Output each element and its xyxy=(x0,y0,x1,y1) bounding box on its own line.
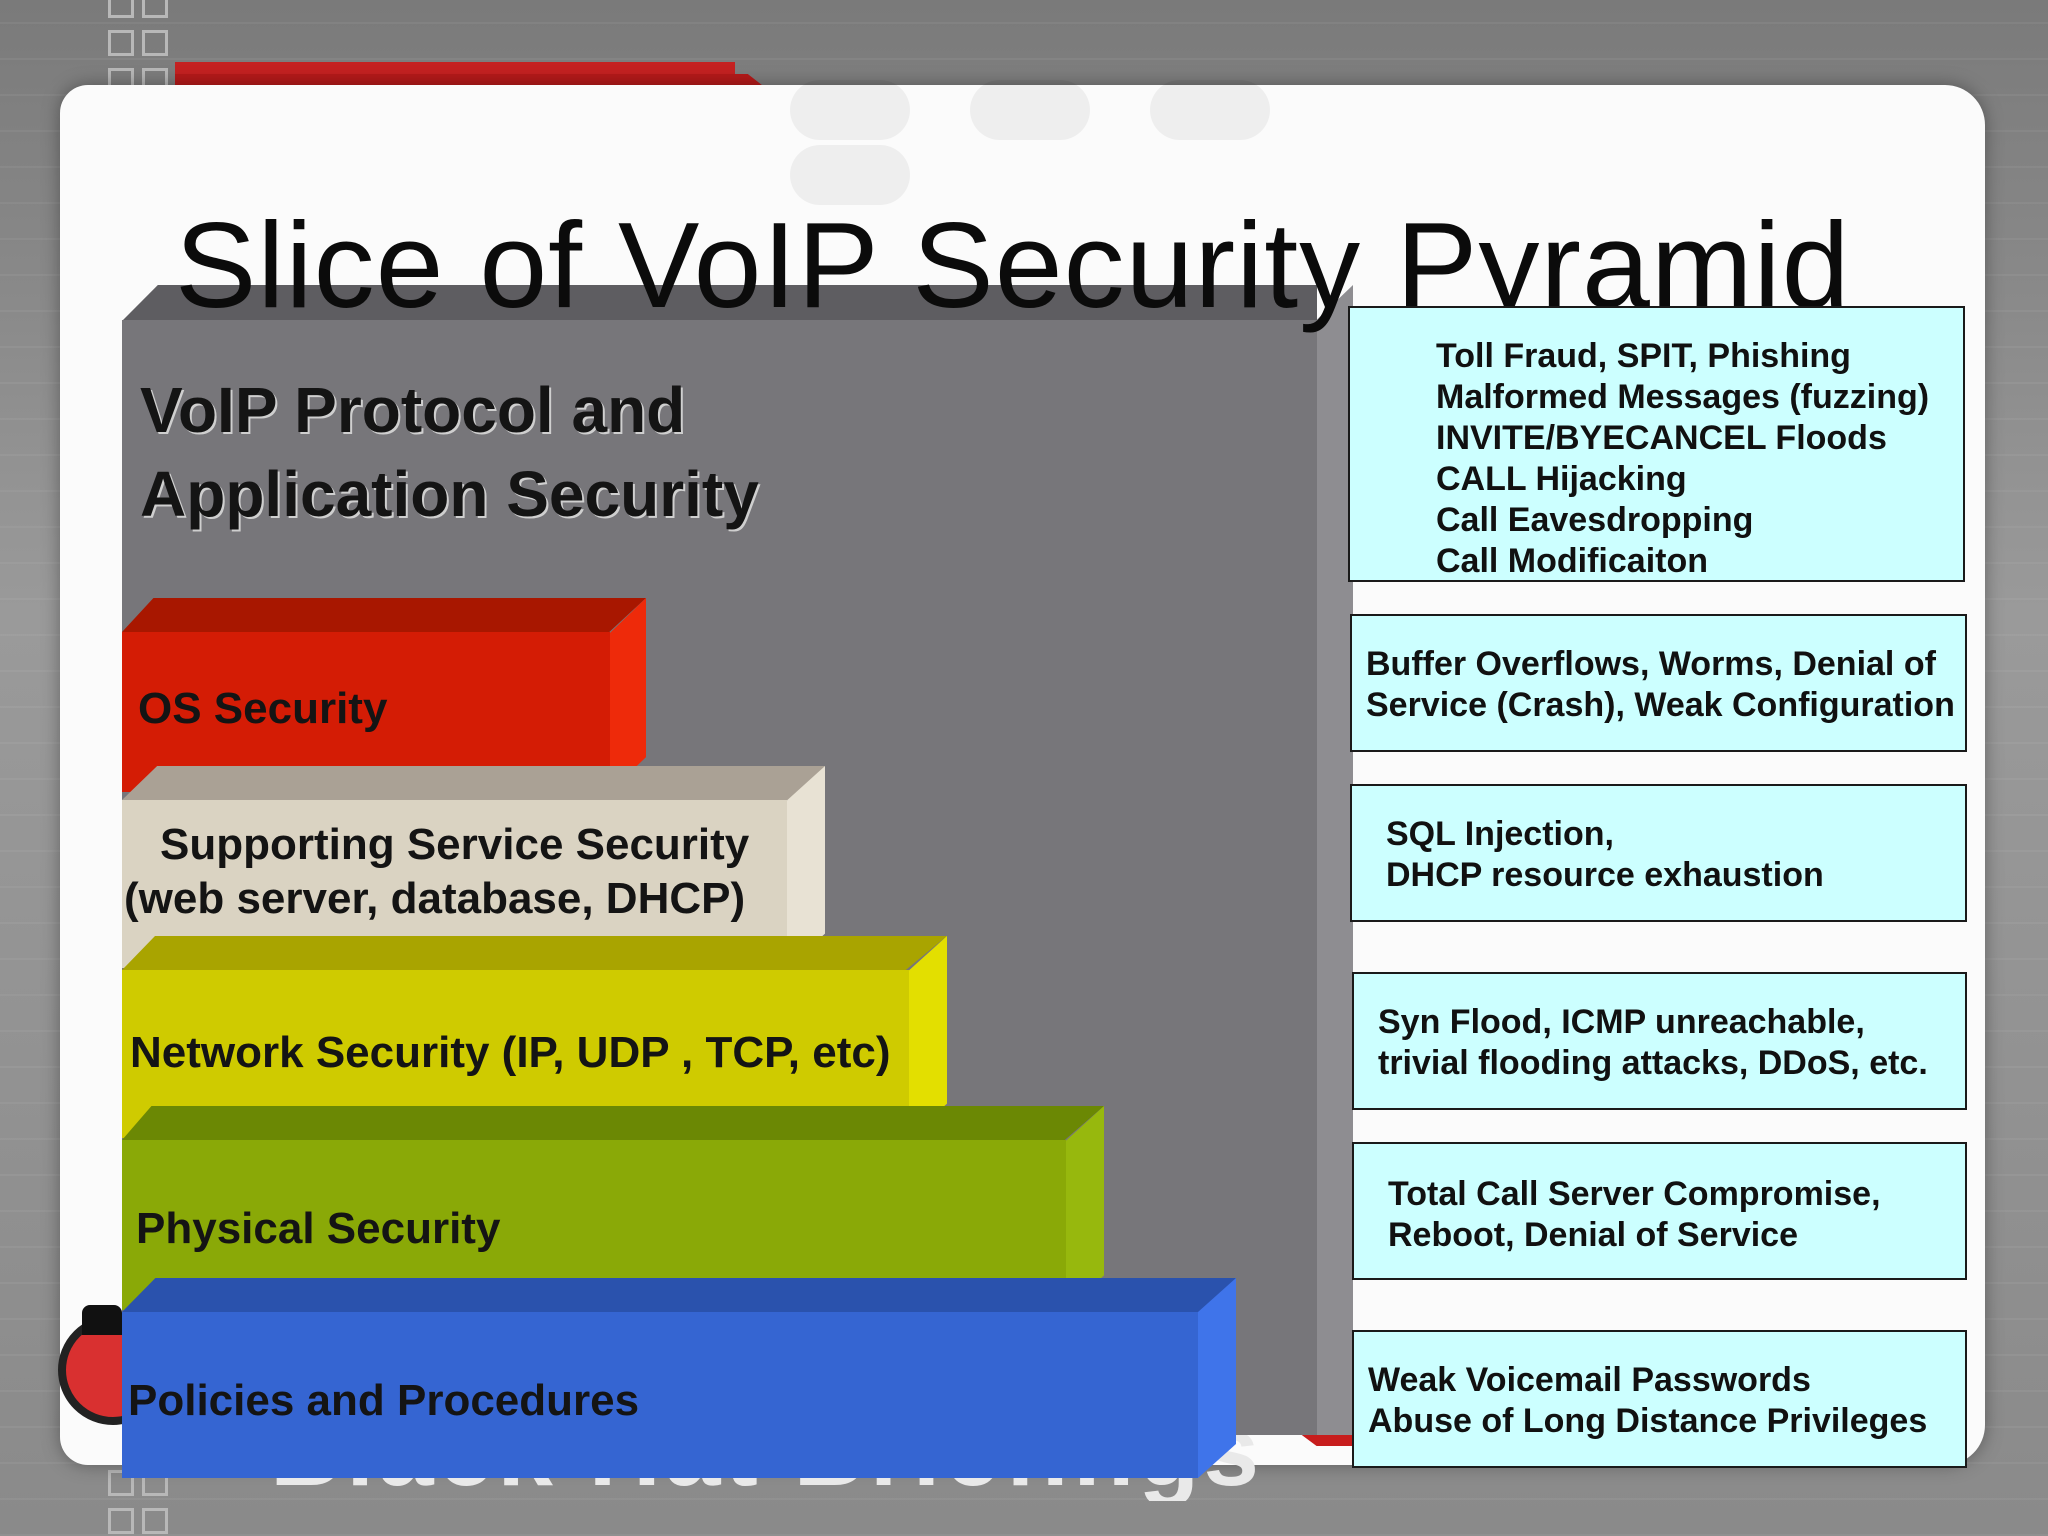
layer-voip-protocol-label: VoIP Protocol and Application Security xyxy=(140,368,759,536)
threat-box-policies: Weak Voicemail Passwords Abuse of Long D… xyxy=(1352,1330,1967,1468)
layer-supporting-side-face xyxy=(787,766,825,968)
threat-box-network: Syn Flood, ICMP unreachable, trivial flo… xyxy=(1352,972,1967,1110)
layer-os-front-face xyxy=(122,632,610,792)
layer-physical-side-face xyxy=(1066,1106,1104,1310)
threat-policies-item: Weak Voicemail Passwords xyxy=(1368,1361,1811,1399)
hat-icon xyxy=(82,1305,122,1335)
threat-protocol-item: Call Modificaiton xyxy=(1436,542,1708,580)
threat-protocol-item: Call Eavesdropping xyxy=(1436,501,1754,539)
threat-box-protocol: Toll Fraud, SPIT, Phishing Malformed Mes… xyxy=(1348,306,1965,582)
layer-physical-label: Physical Security xyxy=(136,1204,501,1253)
threat-protocol-item: INVITE/BYECANCEL Floods xyxy=(1436,419,1887,457)
threat-os-item: Service (Crash), Weak Configuration xyxy=(1366,686,1955,724)
layer-os-top-face xyxy=(122,598,646,632)
threat-protocol-item: CALL Hijacking xyxy=(1436,460,1687,498)
threat-box-os: Buffer Overflows, Worms, Denial of Servi… xyxy=(1350,614,1967,752)
threat-os-item: Buffer Overflows, Worms, Denial of xyxy=(1366,645,1936,683)
layer-network-top-face xyxy=(122,936,947,970)
threat-network-item: trivial flooding attacks, DDoS, etc. xyxy=(1378,1044,1928,1082)
threat-policies-item: Abuse of Long Distance Privileges xyxy=(1368,1402,1928,1440)
threat-physical-item: Reboot, Denial of Service xyxy=(1388,1216,1798,1254)
pyramid-back-top xyxy=(122,285,1317,321)
layer-network-side-face xyxy=(909,936,947,1138)
header-decoration xyxy=(790,80,1490,205)
layer-voip-line-2: Application Security xyxy=(140,458,759,530)
threat-physical-item: Total Call Server Compromise, xyxy=(1388,1175,1881,1213)
layer-policies-label: Policies and Procedures xyxy=(128,1376,640,1425)
threat-protocol-item: Malformed Messages (fuzzing) xyxy=(1436,378,1930,416)
layer-os-side-face xyxy=(610,598,646,792)
layer-os-label: OS Security xyxy=(138,684,388,733)
layer-supporting-label-line-1: Supporting Service Security xyxy=(160,820,750,869)
layer-physical-top-face xyxy=(122,1106,1104,1140)
threat-supporting-item: DHCP resource exhaustion xyxy=(1386,856,1824,894)
threat-box-physical: Total Call Server Compromise, Reboot, De… xyxy=(1352,1142,1967,1280)
layer-policies-front-face xyxy=(122,1312,1198,1478)
layer-policies-side-face xyxy=(1198,1278,1236,1478)
layer-supporting-label-line-2: (web server, database, DHCP) xyxy=(124,874,746,923)
layer-policies-top-face xyxy=(122,1278,1236,1312)
pyramid-back-side xyxy=(1317,285,1353,1435)
layer-voip-line-1: VoIP Protocol and xyxy=(140,374,686,446)
layer-supporting-top-face xyxy=(122,766,825,800)
threat-supporting-item: SQL Injection, xyxy=(1386,815,1614,853)
threat-protocol-item: Toll Fraud, SPIT, Phishing xyxy=(1436,337,1851,375)
layer-network-label: Network Security (IP, UDP , TCP, etc) xyxy=(130,1028,891,1077)
threat-box-supporting: SQL Injection, DHCP resource exhaustion xyxy=(1350,784,1967,922)
threat-network-item: Syn Flood, ICMP unreachable, xyxy=(1378,1003,1865,1041)
